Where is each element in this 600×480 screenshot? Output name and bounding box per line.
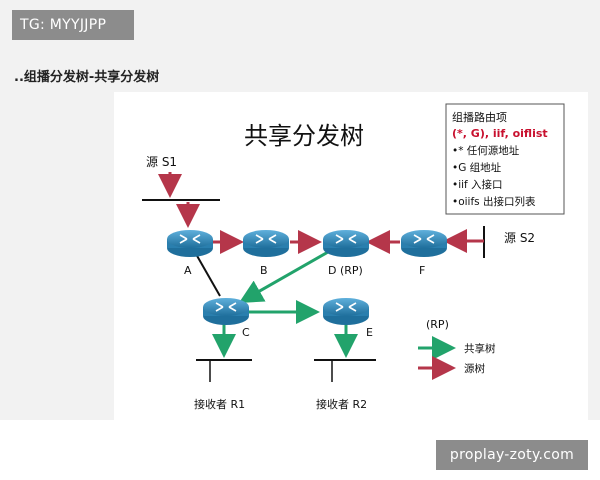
key-rp-label: (RP) xyxy=(426,318,449,331)
router-d-icon xyxy=(322,229,370,258)
route-entry-item: •* 任何源地址 xyxy=(452,144,520,157)
watermark-top: TG: MYYJJPP xyxy=(12,10,134,40)
tree-key: (RP) 共享树 源树 xyxy=(418,318,496,380)
d-to-c-arrow xyxy=(238,250,329,303)
source-s2-label: 源 S2 xyxy=(504,231,535,245)
diagram-title: 共享分发树 xyxy=(244,122,364,150)
route-entry-box: 组播路由项 (*, G), iif, oiflist •* 任何源地址 •G 组… xyxy=(445,103,565,215)
router-a-icon xyxy=(166,229,214,258)
watermark-bottom: proplay-zoty.com xyxy=(436,440,588,470)
router-e-icon xyxy=(322,297,370,326)
receiver-r1-label: 接收者 R1 xyxy=(194,397,245,411)
router-c-icon xyxy=(202,297,250,326)
diagram-figure: 共享分发树 组播路由项 (*, G), iif, oiflist •* 任何源地… xyxy=(114,92,588,420)
route-entry-value: (*, G), iif, oiflist xyxy=(452,127,548,140)
route-entry-item: •oiifs 出接口列表 xyxy=(452,195,536,208)
router-d-label: D (RP) xyxy=(328,264,363,277)
key-shared-label: 共享树 xyxy=(464,342,496,355)
key-source-label: 源树 xyxy=(464,362,485,375)
route-entry-item: •G 组地址 xyxy=(452,161,502,174)
router-e-label: E xyxy=(366,326,373,339)
a-c-link xyxy=(195,253,221,297)
receiver-r2-label: 接收者 R2 xyxy=(316,397,367,411)
route-entry-item: •iif 入接口 xyxy=(452,178,503,191)
router-f-icon xyxy=(400,229,448,258)
router-b-label: B xyxy=(260,264,268,277)
shared-tree-diagram: 共享分发树 组播路由项 (*, G), iif, oiflist •* 任何源地… xyxy=(142,103,565,411)
router-c-label: C xyxy=(242,326,250,339)
router-b-icon xyxy=(242,229,290,258)
route-entry-heading: 组播路由项 xyxy=(452,110,507,124)
source-s1-label: 源 S1 xyxy=(146,155,177,169)
router-a-label: A xyxy=(184,264,192,277)
router-f-label: F xyxy=(419,264,425,277)
section-title: ..组播分发树-共享分发树 xyxy=(14,70,160,85)
